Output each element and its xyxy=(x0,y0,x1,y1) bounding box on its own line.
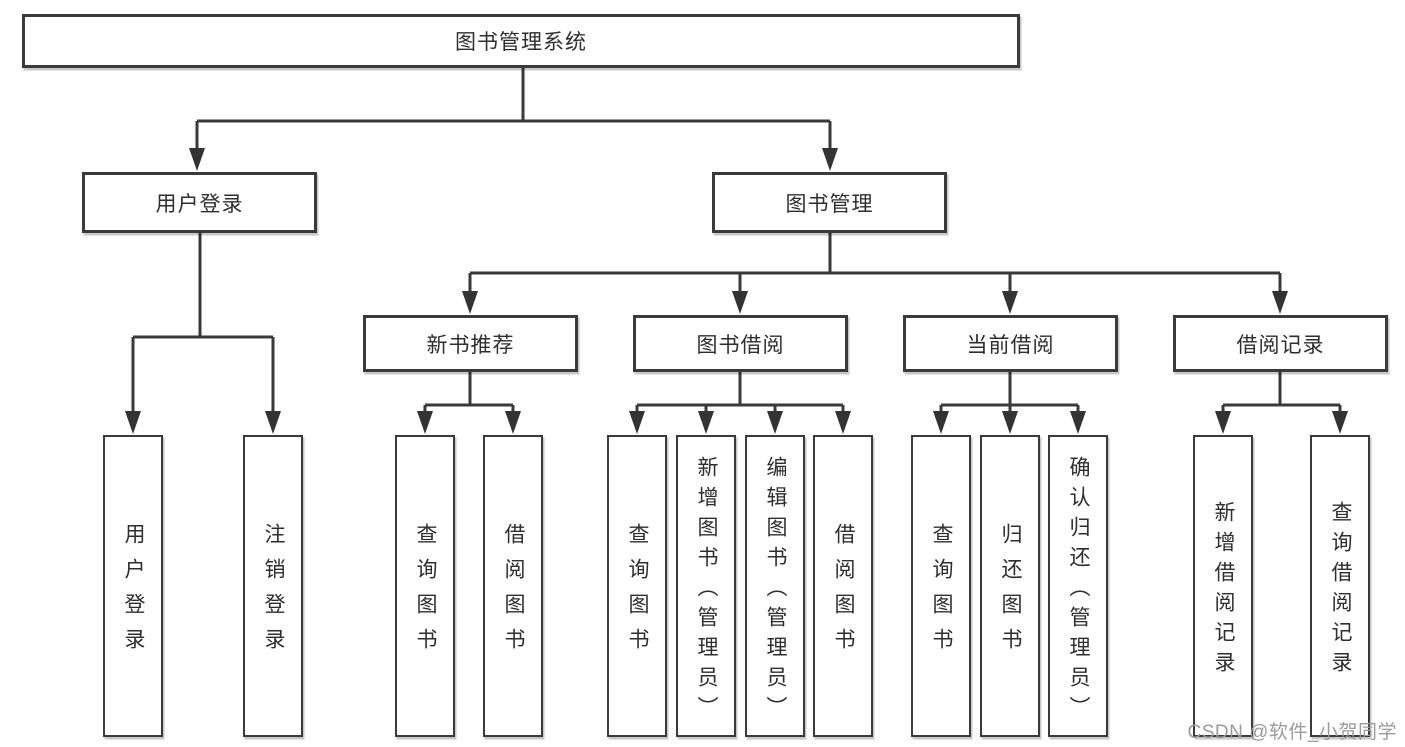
leaf-logout: 注销登录 xyxy=(243,435,303,737)
leaf-add-book-admin: 新增图书（管理员） xyxy=(676,435,736,737)
leaf-query-borrow-record: 查询借阅记录 xyxy=(1310,435,1370,737)
leaf-user-login: 用户登录 xyxy=(103,435,163,737)
leaf-borrow-books: 借阅图书 xyxy=(813,435,873,737)
leaf-borrow-books-recommend: 借阅图书 xyxy=(483,435,543,737)
leaf-query-books-recommend: 查询图书 xyxy=(395,435,455,737)
node-user-login: 用户登录 xyxy=(82,172,317,233)
csdn-watermark: CSDN @软件_小贺同学 xyxy=(1187,722,1397,743)
node-borrowing-records: 借阅记录 xyxy=(1173,315,1388,372)
node-library-management-system: 图书管理系统 xyxy=(22,14,1020,68)
node-current-borrowing: 当前借阅 xyxy=(903,315,1118,372)
node-new-book-recommend: 新书推荐 xyxy=(363,315,578,372)
leaf-return-books: 归还图书 xyxy=(980,435,1040,737)
leaf-confirm-return-admin: 确认归还（管理员） xyxy=(1048,435,1108,737)
leaf-edit-book-admin: 编辑图书（管理员） xyxy=(745,435,805,737)
node-book-management: 图书管理 xyxy=(712,172,947,233)
leaf-query-books-borrow: 查询图书 xyxy=(607,435,667,737)
node-book-borrowing: 图书借阅 xyxy=(633,315,848,372)
leaf-query-books-current: 查询图书 xyxy=(911,435,971,737)
leaf-add-borrow-record: 新增借阅记录 xyxy=(1193,435,1253,737)
